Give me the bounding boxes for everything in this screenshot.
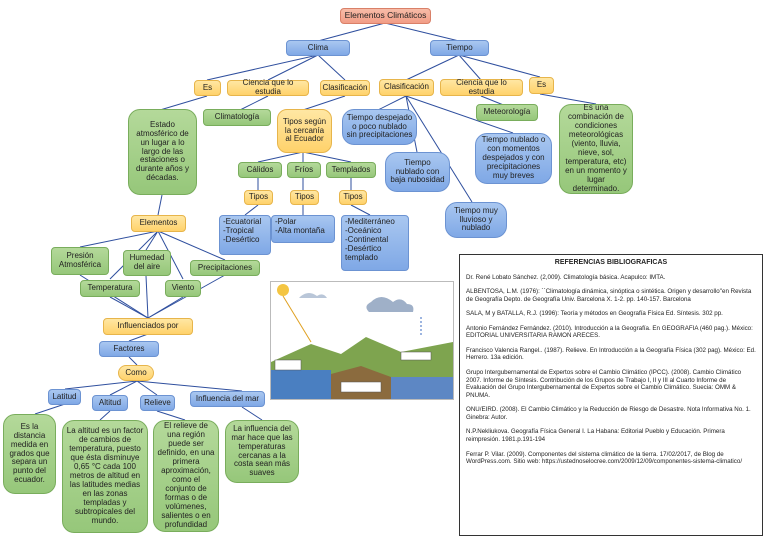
templados-item: -Desértico templado bbox=[345, 243, 382, 262]
calidos-item: -Desértico bbox=[223, 234, 260, 244]
tiempo-ciencia-node: Ciencia que lo estudia bbox=[440, 78, 523, 96]
frios-item: -Polar bbox=[275, 217, 297, 226]
clima-es-node: Es bbox=[194, 80, 221, 96]
factores-node: Factores bbox=[99, 341, 159, 357]
calidos-item: -Ecuatorial bbox=[223, 217, 262, 226]
climate-system-illustration bbox=[270, 281, 454, 400]
reference-item: SALA, M y BATALLA, R.J. (1996): Teoría y… bbox=[466, 310, 723, 318]
tiempo-definicion-node: Es una combinación de condiciones meteor… bbox=[559, 103, 633, 194]
frios-tipos-node: Tipos bbox=[290, 190, 319, 205]
frios-item: -Alta montaña bbox=[275, 225, 325, 235]
templados-item: -Continental bbox=[345, 234, 389, 244]
reference-item: ONU/EIRD. (2008). El Cambio Climático y … bbox=[466, 406, 751, 421]
relieve-desc-node: El relieve de una región puede ser defin… bbox=[153, 420, 219, 532]
tiempo-clasificacion-node: Clasificación bbox=[379, 79, 434, 96]
reference-item: Grupo Intergubernamental de Expertos sob… bbox=[466, 369, 742, 399]
tiempo-nublado-node: Tiempo nublado con baja nubosidad bbox=[385, 152, 450, 192]
clima-definicion-node: Estado atmosférico de un lugar a lo larg… bbox=[128, 109, 197, 195]
precipitaciones-node: Precipitaciones bbox=[190, 260, 260, 276]
tiempo-despejado-node: Tiempo despejado o poco nublado sin prec… bbox=[342, 109, 417, 145]
altitud-desc-node: La altitud es un factor de cambios de te… bbox=[62, 420, 148, 533]
mar-desc-node: La influencia del mar hace que las tempe… bbox=[225, 420, 299, 483]
title-node: Elementos Climáticos bbox=[340, 8, 431, 24]
calidos-tipos-node: Tipos bbox=[244, 190, 273, 205]
influencia-mar-node: Influencia del mar bbox=[190, 391, 265, 407]
relieve-node: Relieve bbox=[140, 395, 175, 411]
tiempo-momentos-node: Tiempo nublado o con momentos despejados… bbox=[475, 133, 552, 184]
clima-ciencia-node: Ciencia que lo estudia bbox=[227, 78, 309, 96]
calidos-list-node: -Ecuatorial -Tropical -Desértico bbox=[219, 215, 271, 255]
tipos-segun-node: Tipos según la cercanía al Ecuador bbox=[277, 109, 332, 153]
latitud-desc-node: Es la distancia medida en grados que sep… bbox=[3, 414, 56, 494]
como-node: Como bbox=[118, 365, 154, 381]
calidos-node: Cálidos bbox=[238, 162, 282, 178]
templados-node: Templados bbox=[326, 162, 376, 178]
cloud-icon bbox=[366, 297, 414, 312]
presion-node: Presión Atmosférica bbox=[51, 247, 109, 275]
sun-icon bbox=[277, 284, 289, 296]
frios-node: Fríos bbox=[287, 162, 321, 178]
humedad-node: Humedad del aire bbox=[123, 250, 171, 276]
reference-item: Dr. René Lobato Sánchez. (2,009). Climat… bbox=[466, 273, 666, 281]
reference-item: Francisco Valencia Rangel.. (1987). Reli… bbox=[466, 346, 756, 362]
reference-item: ALBENTOSA, L.M. (1976): ``Climatología d… bbox=[466, 288, 752, 303]
calidos-item: -Tropical bbox=[223, 225, 254, 235]
templados-item: -Mediterráneo bbox=[345, 217, 395, 226]
influenciados-node: Influenciados por bbox=[103, 318, 193, 335]
templados-list-node: -Mediterráneo -Oceánico -Continental -De… bbox=[341, 215, 409, 271]
ocean-area bbox=[271, 370, 331, 399]
viento-node: Viento bbox=[165, 280, 201, 297]
references-title: REFERENCIAS BIBLIOGRAFICAS bbox=[554, 259, 668, 266]
elementos-node: Elementos bbox=[131, 215, 186, 232]
altitud-node: Altitud bbox=[92, 395, 128, 411]
templados-tipos-node: Tipos bbox=[339, 190, 367, 205]
temperatura-node: Temperatura bbox=[80, 280, 140, 297]
tiempo-node: Tiempo bbox=[430, 40, 489, 56]
latitud-node: Latitud bbox=[48, 389, 81, 405]
frios-list-node: -Polar -Alta montaña bbox=[271, 215, 335, 243]
references-box: REFERENCIAS BIBLIOGRAFICAS Dr. René Loba… bbox=[459, 254, 763, 536]
templados-item: -Oceánico bbox=[345, 225, 382, 235]
reference-item: N.P.Nekliukova. Geografía Física General… bbox=[466, 428, 725, 443]
clima-clasificacion-node: Clasificación bbox=[320, 80, 370, 96]
tiempo-es-node: Es bbox=[529, 77, 554, 94]
reference-item: Ferrar P. Vilar. (2009). Componentes del… bbox=[466, 450, 743, 466]
climatologia-node: Climatología bbox=[203, 109, 271, 126]
clima-node: Clima bbox=[286, 40, 350, 56]
reference-item: Antonio Fernández Fernández. (2010). Int… bbox=[466, 324, 753, 340]
meteorologia-node: Meteorología bbox=[476, 104, 538, 121]
tiempo-lluvioso-node: Tiempo muy lluvioso y nublado bbox=[445, 202, 507, 238]
